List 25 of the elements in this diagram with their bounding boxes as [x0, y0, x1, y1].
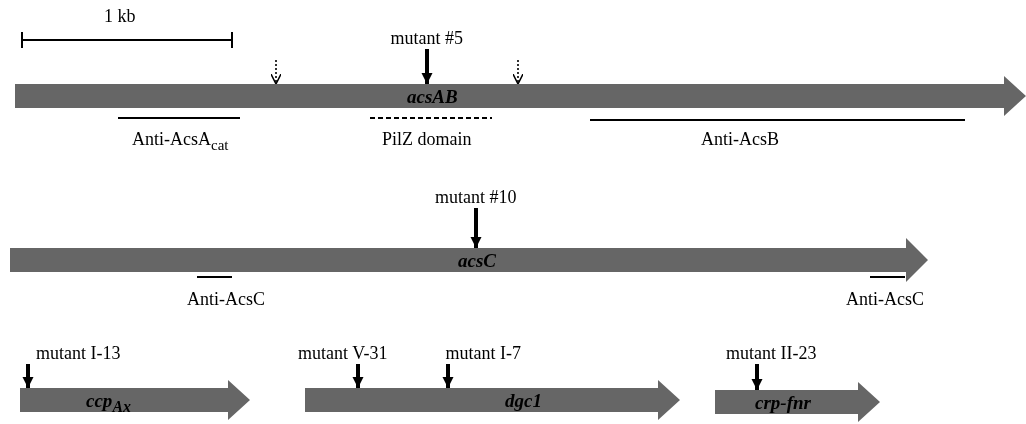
gene-name: acsAB — [407, 87, 458, 107]
region-label: Anti-AcsB — [701, 129, 779, 149]
arrow — [421, 49, 433, 84]
gene-name: acsC — [458, 251, 496, 271]
arrow — [22, 364, 34, 388]
mutant-label: mutant I-7 — [445, 343, 521, 363]
region-label: Anti-AcsA$_{cat}$ — [132, 129, 229, 155]
arrow — [270, 59, 282, 85]
gene-name: crp-fnr — [755, 393, 811, 413]
region-label: Anti-AcsC — [846, 289, 924, 309]
arrow — [352, 364, 364, 388]
mutant-label: mutant V-31 — [298, 343, 388, 363]
mutant-label: mutant I-13 — [36, 343, 121, 363]
mutant-label: mutant II-23 — [726, 343, 817, 363]
scale-label: 1 kb — [104, 6, 136, 26]
arrow — [512, 59, 524, 85]
region-label: Anti-AcsC — [187, 289, 265, 309]
gene-name: dgc1 — [505, 391, 542, 411]
domain-label: PilZ domain — [382, 129, 472, 149]
mutant-label: mutant #10 — [435, 187, 517, 207]
arrow — [442, 364, 454, 388]
gene-name: ccp$_{Ax}$ — [86, 391, 131, 417]
mutant-label: mutant #5 — [390, 28, 463, 48]
arrow — [751, 364, 763, 390]
arrow — [470, 208, 482, 248]
